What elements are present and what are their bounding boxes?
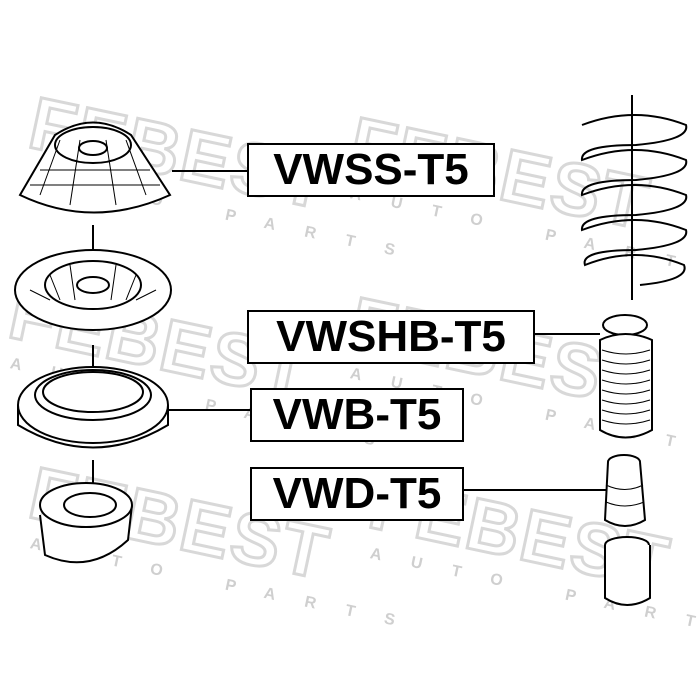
coil-spring [580,114,688,286]
bushing [39,482,133,564]
bearing [17,366,169,449]
part-label-vwb-t5: VWB-T5 [250,388,464,442]
part-label-vwshb-t5: VWSHB-T5 [247,310,535,364]
dust-boot [599,314,653,439]
part-label-vwd-t5: VWD-T5 [250,467,464,521]
shock-body [604,536,651,606]
spring-seat [14,249,172,331]
strut-mount [18,121,172,214]
part-label-vwss-t5: VWSS-T5 [247,143,495,197]
bump-stop [603,454,647,527]
